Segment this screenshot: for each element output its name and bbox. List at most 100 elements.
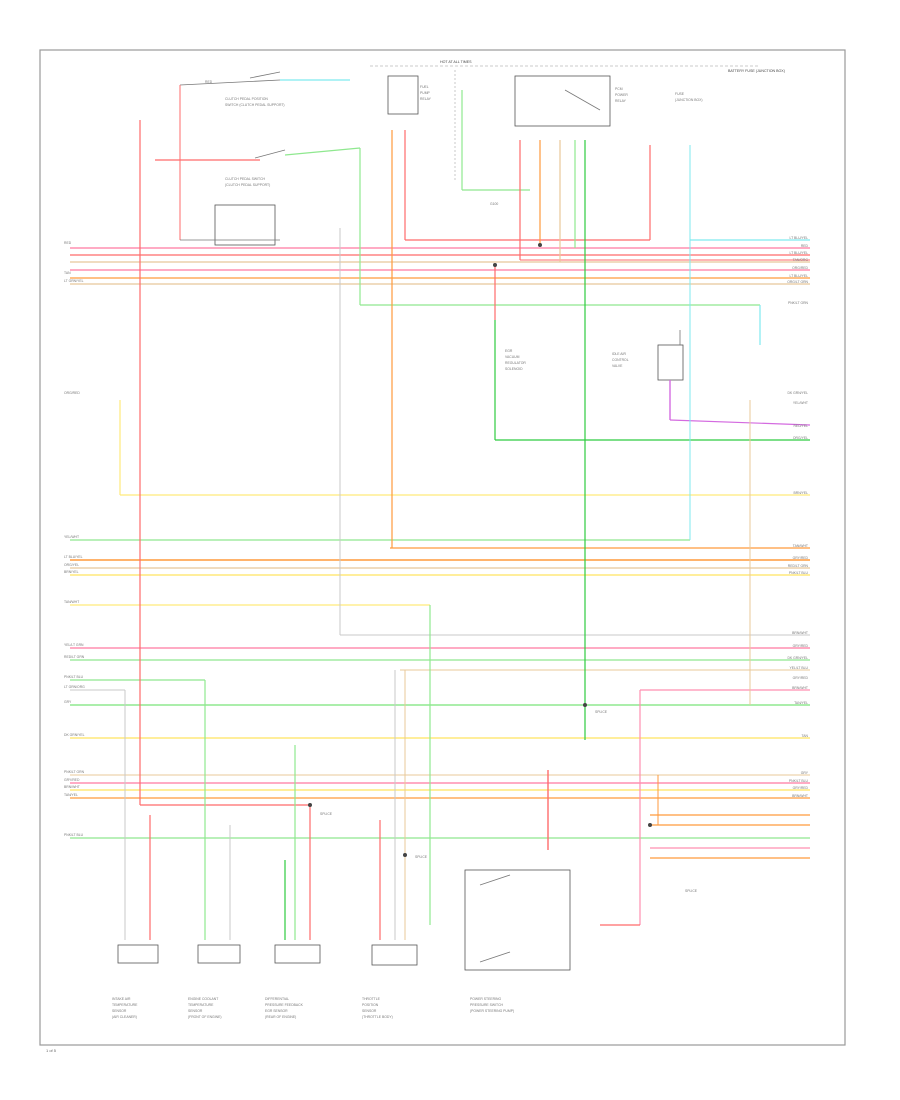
svg-text:SENSOR: SENSOR [188, 1009, 203, 1013]
left-wire-label: DK GRN/YEL [64, 733, 85, 737]
right-wire-label: PNK/LT BLU [789, 571, 809, 575]
svg-text:SPLICE: SPLICE [685, 889, 698, 893]
idle-air-control-valve: IDLE AIR CONTROL VALVE [612, 330, 811, 426]
svg-text:SENSOR: SENSOR [112, 1009, 127, 1013]
egr-vacuum-regulator-solenoid: EGR VACUUM REGULATOR SOLENOID [494, 320, 810, 441]
vertical-wires [124, 85, 810, 940]
left-wire-label: RED/LT GRN [64, 655, 85, 659]
right-wire-label: RED [801, 244, 809, 248]
right-wire-label: LT BLU/YEL [789, 274, 808, 278]
fuel-pump-relay: FUEL PUMP RELAY [387, 70, 530, 191]
right-wire-label: TAN [801, 734, 808, 738]
ps-pressure-switch [464, 869, 571, 971]
svg-text:(REAR OF ENGINE): (REAR OF ENGINE) [265, 1015, 296, 1019]
svg-text:SOLENOID: SOLENOID [505, 367, 523, 371]
left-wire-label: BRN/WHT [64, 785, 80, 789]
left-wire-label: YEL/LT GRN [64, 643, 84, 647]
svg-text:VALVE: VALVE [612, 364, 623, 368]
right-wire-label: TAN/YEL [794, 701, 808, 705]
right-wire-label: ORG/RED [792, 266, 808, 270]
right-wire-label: YEL/LT BLU [789, 666, 808, 670]
svg-text:SWITCH (CLUTCH PEDAL SUPPORT): SWITCH (CLUTCH PEDAL SUPPORT) [225, 103, 285, 107]
svg-text:(THROTTLE BODY): (THROTTLE BODY) [362, 1015, 393, 1019]
right-wire-label: DK GRN/YEL [787, 656, 808, 660]
left-wire-label: RED [64, 241, 72, 245]
svg-text:POWER: POWER [615, 93, 628, 97]
svg-text:TEMPERATURE: TEMPERATURE [188, 1003, 214, 1007]
svg-text:(JUNCTION BOX): (JUNCTION BOX) [675, 98, 703, 102]
svg-text:FUSE: FUSE [675, 92, 685, 96]
svg-text:SPLICE: SPLICE [320, 812, 333, 816]
right-wire-label: BRN/YEL [793, 491, 808, 495]
svg-text:CLUTCH PEDAL SWITCH: CLUTCH PEDAL SWITCH [225, 177, 266, 181]
clutch-pedal-switch-speed-control: CLUTCH PEDAL SWITCH (CLUTCH PEDAL SUPPOR… [155, 147, 361, 246]
top-bus-label: HOT AT ALL TIMES [440, 60, 472, 64]
svg-text:(CLUTCH PEDAL SUPPORT): (CLUTCH PEDAL SUPPORT) [225, 183, 270, 187]
left-wire-label: ORG/YEL [64, 563, 79, 567]
left-wire-label: TAN/WHT [64, 600, 79, 604]
tp-sensor [371, 944, 418, 966]
right-wire-label: TAN/ORG [793, 258, 809, 262]
left-wire-label: GRY/RED [64, 778, 80, 782]
diagram-frame [39, 49, 846, 1046]
svg-text:RELAY: RELAY [615, 99, 627, 103]
left-wire-label: BRN/YEL [64, 570, 79, 574]
clutch-pedal-position-switch: RED CLUTCH PEDAL POSITION SWITCH (CLUTCH… [179, 71, 350, 107]
left-wire-label: GRY [64, 700, 72, 704]
right-wire-label: ORG/LT GRN [787, 280, 808, 284]
right-wire-label: ORG/YEL [793, 436, 808, 440]
right-wire-label: LT BLU/YEL [789, 251, 808, 255]
svg-text:CLUTCH PEDAL POSITION: CLUTCH PEDAL POSITION [225, 97, 268, 101]
left-wire-label: LT BLU/YEL [64, 555, 83, 559]
svg-text:(AIR CLEANER): (AIR CLEANER) [112, 1015, 137, 1019]
right-wire-label: GRY/RED [793, 786, 809, 790]
bottom-sensors: INTAKE AIR TEMPERATURE SENSOR (AIR CLEAN… [112, 869, 571, 1019]
svg-text:RELAY: RELAY [420, 97, 432, 101]
left-wire-label: PNK/LT GRN [64, 770, 85, 774]
svg-text:REGULATOR: REGULATOR [505, 361, 526, 365]
right-wire-label: BRN/WHT [792, 686, 808, 690]
svg-text:POWER STEERING: POWER STEERING [470, 997, 501, 1001]
svg-text:RED: RED [205, 80, 213, 84]
svg-text:FUEL: FUEL [420, 85, 429, 89]
svg-text:EGR: EGR [505, 349, 513, 353]
right-wire-label: GRY/RED [793, 676, 809, 680]
splice-points: SPLICE SPLICE SPLICE SPLICE [308, 243, 698, 893]
svg-text:THROTTLE: THROTTLE [362, 997, 381, 1001]
svg-text:INTAKE AIR: INTAKE AIR [112, 997, 131, 1001]
right-wire-label: GRY/RED [793, 644, 809, 648]
svg-text:PCM: PCM [615, 87, 623, 91]
horizontal-wires [70, 247, 810, 859]
svg-text:ENGINE COOLANT: ENGINE COOLANT [188, 997, 218, 1001]
svg-text:TEMPERATURE: TEMPERATURE [112, 1003, 138, 1007]
pcm-power-relay: PCM POWER RELAY FUSE (JUNCTION BOX) [514, 75, 703, 127]
left-wire-label: TAN [64, 271, 71, 275]
right-wire-label: LT BLU/YEL [789, 236, 808, 240]
left-wire-label: TAN/YEL [64, 793, 78, 797]
left-wire-label: YEL/WHT [64, 535, 79, 539]
svg-text:EGR SENSOR: EGR SENSOR [265, 1009, 288, 1013]
svg-text:IDLE AIR: IDLE AIR [612, 352, 626, 356]
left-wire-label: PNK/LT BLU [64, 675, 84, 679]
svg-text:PUMP: PUMP [420, 91, 431, 95]
right-wire-label: RED/LT GRN [788, 564, 809, 568]
left-wire-label: PNK/LT BLU [64, 833, 84, 837]
dpfe-sensor [274, 944, 321, 964]
ect-sensor [197, 944, 241, 964]
right-wire-labels: LT BLU/YEL RED LT BLU/YEL TAN/ORG ORG/RED LT … [787, 236, 809, 798]
right-wire-label: GRY [801, 771, 809, 775]
left-wire-label: LT GRN/ORG [64, 685, 85, 689]
right-wire-label: YEL/WHT [793, 401, 808, 405]
svg-text:PRESSURE FEEDBACK: PRESSURE FEEDBACK [265, 1003, 304, 1007]
svg-text:SPLICE: SPLICE [415, 855, 428, 859]
right-wire-label: TAN/WHT [793, 544, 808, 548]
right-wire-label: PNK/LT BLU [789, 779, 809, 783]
svg-text:SENSOR: SENSOR [362, 1009, 377, 1013]
right-wire-label: GRY/RED [793, 556, 809, 560]
svg-text:CONTROL: CONTROL [612, 358, 629, 362]
svg-text:(FRONT OF ENGINE): (FRONT OF ENGINE) [188, 1015, 221, 1019]
right-wire-label: BRN/WHT [792, 794, 808, 798]
svg-text:DIFFERENTIAL: DIFFERENTIAL [265, 997, 289, 1001]
